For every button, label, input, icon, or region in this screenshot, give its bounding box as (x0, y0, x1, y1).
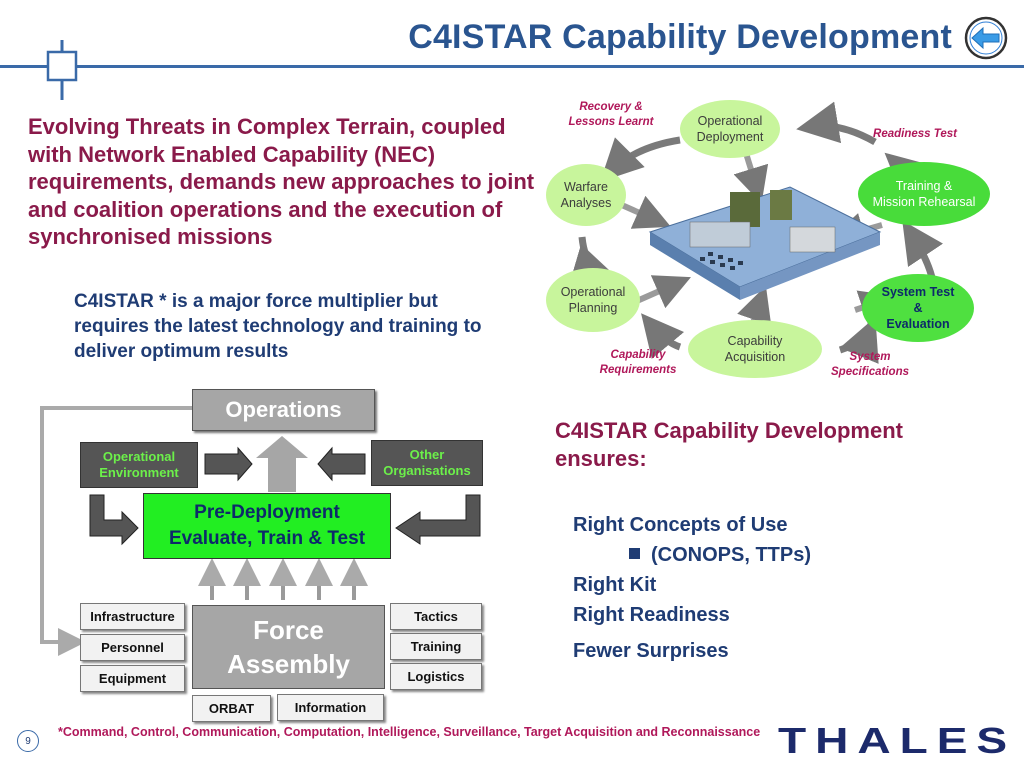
input-orbat: ORBAT (192, 695, 271, 722)
ensures-item: Right Concepts of Use (573, 514, 788, 536)
input-logistics: Logistics (390, 663, 482, 690)
operational-environment-box: Operational Environment (80, 442, 198, 488)
capability-cycle-diagram: Operational Deployment Warfare Analyses … (540, 92, 1020, 392)
node-training-mission-rehearsal: Training & Mission Rehearsal (858, 162, 990, 226)
footnote: *Command, Control, Communication, Comput… (58, 725, 761, 739)
input-tactics: Tactics (390, 603, 482, 630)
input-information: Information (277, 694, 384, 721)
ensures-item: Fewer Surprises (573, 640, 729, 662)
sub-text: C4ISTAR * is a major force multiplier bu… (74, 291, 482, 362)
node-capability-acquisition: Capability Acquisition (688, 320, 822, 378)
ensures-item: Right Readiness (573, 604, 730, 626)
back-arrow-icon[interactable] (963, 15, 1009, 61)
input-training: Training (390, 633, 482, 660)
intro-text: Evolving Threats in Complex Terrain, cou… (28, 114, 535, 249)
label-system-specifications: System Specifications (831, 351, 909, 378)
slide-title: C4ISTAR Capability Development (408, 18, 952, 56)
flow-connectors (40, 406, 481, 656)
ensures-item: Right Kit (573, 574, 657, 596)
other-organisations-box: Other Organisations (371, 440, 483, 486)
label-recovery-lessons: Recovery & Lessons Learnt (568, 101, 654, 128)
node-warfare-analyses: Warfare Analyses (546, 164, 626, 226)
thales-logo: THALES (778, 720, 1017, 761)
force-assembly-box: Force Assembly (192, 605, 385, 689)
input-personnel: Personnel (80, 634, 185, 661)
training-facility-illustration (648, 186, 882, 300)
node-operational-planning: Operational Planning (546, 268, 640, 332)
ensures-subitem: (CONOPS, TTPs) (651, 544, 812, 566)
title-divider (0, 65, 1024, 68)
bullet-square-icon (629, 548, 640, 559)
operations-box: Operations (192, 389, 375, 431)
label-capability-requirements: Capability Requirements (599, 349, 677, 376)
corner-cross-mark-icon (46, 40, 78, 100)
pre-deployment-box: Pre-Deployment Evaluate, Train & Test (143, 493, 391, 559)
node-system-test-evaluation: System Test & Evaluation (862, 274, 974, 342)
input-equipment: Equipment (80, 665, 185, 692)
ensures-heading: C4ISTAR Capability Development ensures: (555, 418, 903, 471)
page-number: 9 (17, 730, 39, 752)
node-operational-deployment: Operational Deployment (680, 100, 780, 158)
input-infrastructure: Infrastructure (80, 603, 185, 630)
label-readiness-test: Readiness Test (873, 128, 957, 140)
